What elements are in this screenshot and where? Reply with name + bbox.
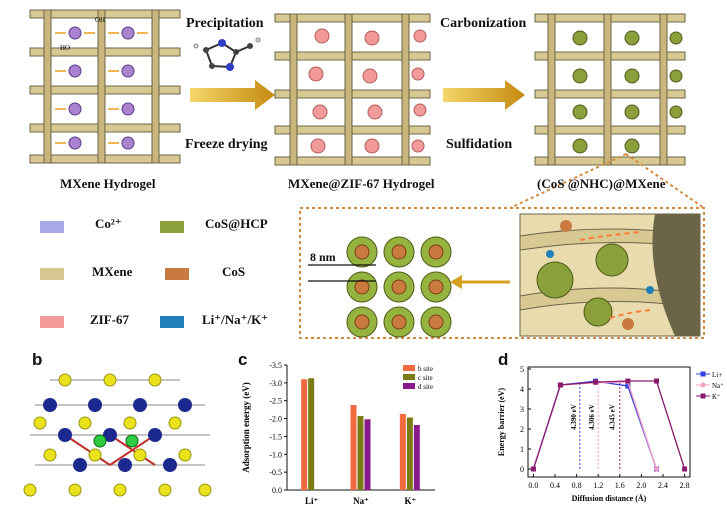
series-line: [532, 380, 686, 470]
inset-arrow: [450, 275, 510, 289]
x-tick-label: 2.0: [636, 481, 646, 490]
legend-label-zif67: ZIF-67: [90, 312, 129, 327]
y-tick-label: 0.0: [272, 486, 282, 495]
y-axis-label: Energy barrier (eV): [497, 388, 506, 457]
bar: [413, 425, 420, 490]
data-point: [593, 379, 598, 385]
x-tick-label: 1.2: [593, 481, 603, 490]
y-tick-label: -2.5: [269, 397, 282, 406]
panel-b-crystal-structure: [23, 373, 212, 497]
legend-swatch-zif67: [40, 316, 64, 328]
inset-connector: [299, 153, 705, 339]
panel-b-letter: b: [32, 350, 43, 369]
stage-mxene-hydrogel: MXene Hydrogel: [60, 176, 156, 191]
stage-mxene-zif67-hydrogel: MXene@ZIF-67 Hydrogel: [288, 176, 435, 191]
x-tick-label: 2.8: [680, 481, 690, 490]
bar: [357, 416, 364, 490]
y-tick-label: -3.0: [269, 379, 282, 388]
y-tick-label: -1.5: [269, 432, 282, 441]
oh-label: OH: [95, 16, 105, 24]
x-tick-label: K⁺: [404, 496, 416, 506]
y-tick-label: 4: [520, 385, 524, 394]
legend-label: K⁺: [712, 393, 721, 401]
legend-swatch: [403, 374, 415, 380]
data-point: [682, 466, 688, 472]
y-axis-label: Adsorption energy (eV): [241, 382, 251, 473]
legend-marker: [700, 371, 706, 377]
x-axis-label: Diffusion distance (Å): [572, 494, 647, 503]
y-tick-label: -2.0: [269, 415, 282, 424]
panel-c-letter: c: [238, 350, 248, 369]
data-point: [654, 378, 660, 384]
bar: [406, 417, 413, 490]
inset-sphere-grid: [308, 236, 452, 338]
data-point: [625, 378, 631, 384]
legend-label: Li+: [712, 371, 722, 379]
process-freeze-drying: Freeze drying: [185, 137, 268, 152]
legend-swatch-ions: [160, 316, 184, 328]
bar: [399, 413, 406, 490]
panel-d-line-chart: 0.0 0.4 0.8 1.2 1.6 2.0 2.4 2.8 0 1 2 3 4 5Diffusion …: [497, 365, 724, 503]
barrier-annotation: 4.306 eV: [588, 404, 596, 430]
panel-a-illustration: OH HO: [29, 8, 705, 339]
arrow-1: [190, 80, 525, 110]
legend-swatch-cos-hcp: [160, 221, 184, 233]
process-sulfidation: Sulfidation: [446, 137, 513, 152]
x-tick-label: Na⁺: [353, 496, 369, 506]
legend-swatch-co2: [40, 221, 64, 233]
data-point: [530, 466, 536, 472]
legend-label-mxene: MXene: [92, 264, 133, 279]
bar: [350, 405, 357, 490]
bar: [364, 419, 371, 490]
plot-frame: [527, 366, 691, 478]
x-tick-label: 1.6: [615, 481, 625, 490]
cos-nhc-mxene-framework: [534, 13, 686, 166]
y-tick-label: 3: [520, 405, 524, 414]
legend-marker: [700, 382, 706, 388]
legend-marker: [700, 393, 706, 399]
y-tick-label: -3.5: [269, 361, 282, 370]
data-point: [654, 466, 660, 472]
legend-label: d site: [418, 383, 433, 391]
inset-ion-transport: [519, 213, 701, 337]
legend-swatch-mxene: [40, 268, 64, 280]
legend-swatch-cos: [165, 268, 189, 280]
legend-label-cos: CoS: [222, 264, 246, 279]
bar: [301, 379, 308, 490]
y-tick-label: 5: [520, 365, 524, 374]
data-point: [557, 382, 563, 388]
y-tick-label: -0.5: [269, 468, 282, 477]
legend-swatch: [403, 383, 415, 389]
x-tick-label: 0.4: [550, 481, 560, 490]
legend-label-cos-hcp: CoS@HCP: [205, 216, 268, 231]
x-tick-label: 0.8: [572, 481, 582, 490]
data-point: [625, 383, 631, 389]
x-tick-label: Li⁺: [305, 496, 319, 506]
y-tick-label: -1.0: [269, 450, 282, 459]
barrier-annotation: 4.390 eV: [570, 404, 578, 430]
ho-label: HO: [60, 44, 70, 52]
y-tick-label: 0: [520, 465, 524, 474]
imidazole-molecule: [193, 37, 261, 71]
y-tick-label: 2: [520, 425, 524, 434]
panel-d-letter: d: [498, 350, 509, 369]
x-tick-label: 2.4: [658, 481, 668, 490]
legend-label-co2: Co²⁺: [95, 216, 122, 231]
y-tick-label: 1: [520, 445, 524, 454]
inset-scale-label: 8 nm: [310, 250, 336, 264]
bar: [308, 378, 315, 490]
process-carbonization: Carbonization: [440, 16, 527, 31]
panel-c-bar-chart: -3.5 -3.0 -2.5 -2.0 -1.5 -1.0 -0.5 0.0 Adsorptio…: [241, 361, 435, 506]
legend-label-ions: Li⁺/Na⁺/K⁺: [202, 312, 269, 327]
process-precipitation: Precipitation: [186, 16, 264, 31]
mxene-zif67-framework: [274, 13, 431, 166]
stage-cos-nhc-mxene: (CoS @NHC)@MXene: [537, 176, 666, 191]
legend-swatch: [403, 365, 415, 371]
barrier-annotation: 4.345 eV: [609, 404, 617, 430]
mxene-hydrogel-framework: [29, 8, 181, 164]
x-tick-label: 0.0: [528, 481, 538, 490]
legend-label: Na⁺: [712, 382, 724, 390]
legend-label: b site: [418, 365, 433, 373]
legend-label: c site: [418, 374, 433, 382]
